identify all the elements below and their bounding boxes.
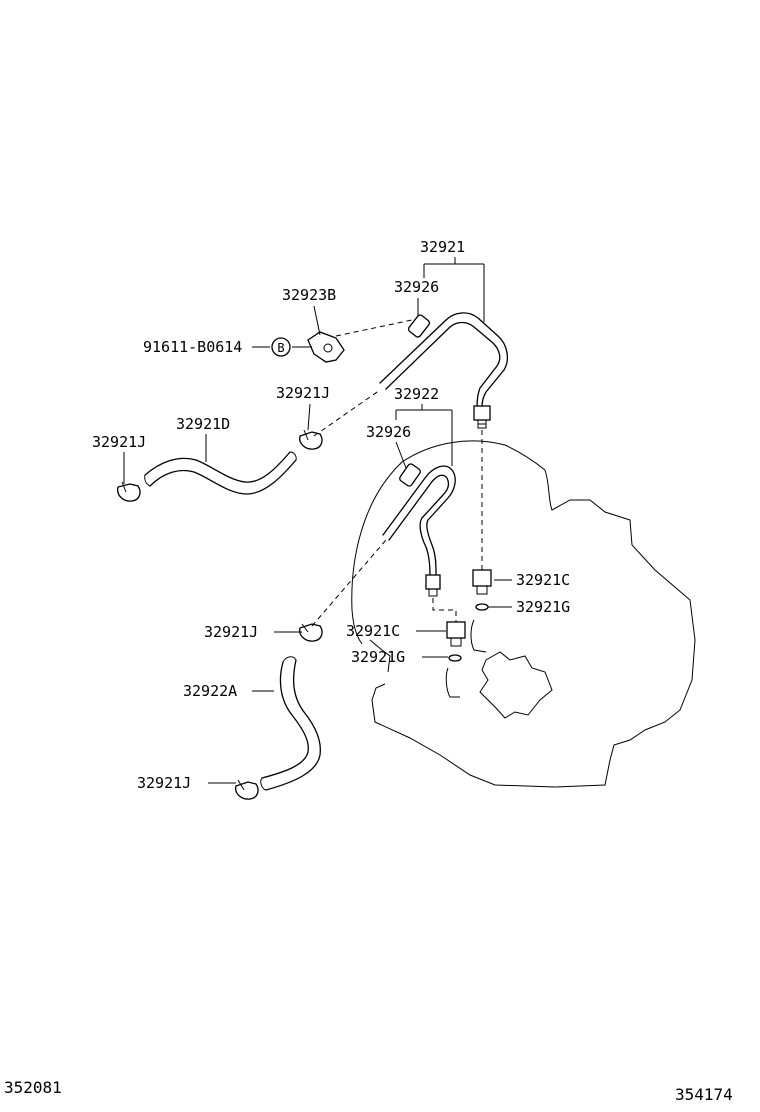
hose-32921D (144, 451, 297, 495)
label-32926-middle: 32926 (366, 423, 411, 441)
footer-left-code: 352081 (4, 1078, 62, 1097)
label-32921J-middle: 32921J (204, 623, 258, 641)
gasket-32921G-right (475, 603, 489, 611)
grommet-32926-upper (407, 314, 431, 338)
hose-clip-left (117, 481, 141, 502)
transmission-case-outline (351, 440, 696, 788)
bolt-circle-letter: B (277, 341, 284, 355)
leader-lines (123, 257, 512, 784)
pipe-clamp-32923B (307, 331, 345, 363)
label-32921J-upper: 32921J (276, 384, 330, 402)
label-32922A: 32922A (183, 682, 237, 700)
label-32921D: 32921D (176, 415, 230, 433)
footer-right-code: 354174 (675, 1085, 733, 1104)
hose-clip-upper (299, 429, 323, 450)
grommet-32926-middle (399, 463, 421, 487)
label-32921J-left: 32921J (92, 433, 146, 451)
oil-cooler-pipe-32922 (382, 463, 456, 597)
label-32921G-right: 32921G (516, 598, 570, 616)
label-32921: 32921 (420, 238, 465, 256)
part-labels: 32921 32926 32923B 91611-B0614 32921J 32… (92, 238, 570, 792)
label-32923B: 32923B (282, 286, 336, 304)
union-32921C-right (472, 569, 492, 595)
label-32921G-center: 32921G (351, 648, 405, 666)
gasket-32921G-center (448, 654, 462, 662)
label-32921C-right: 32921C (516, 571, 570, 589)
pipe-fitting-middle (425, 574, 441, 590)
oil-cooler-pipe-32921 (379, 312, 509, 429)
label-32921C-center: 32921C (346, 622, 400, 640)
bolt-symbol: B (271, 337, 291, 357)
hose-32922A (260, 656, 321, 791)
label-32921J-bottom: 32921J (137, 774, 191, 792)
label-32922: 32922 (394, 385, 439, 403)
hose-clip-middle (299, 623, 323, 642)
union-32921C-center (446, 621, 466, 647)
label-32926-upper: 32926 (394, 278, 439, 296)
assembly-dashed-lines (311, 319, 483, 627)
label-91611-B0614: 91611-B0614 (143, 338, 242, 356)
pipe-fitting-upper (473, 405, 491, 421)
hose-clip-bottom (235, 779, 259, 800)
